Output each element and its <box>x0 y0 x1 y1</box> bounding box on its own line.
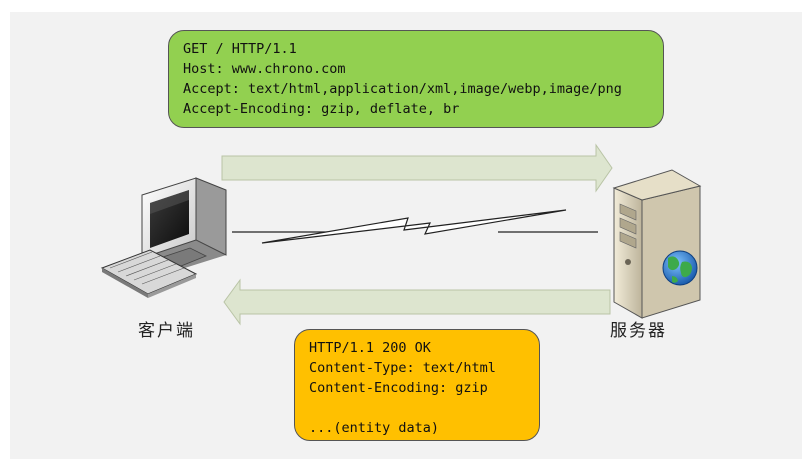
server-label: 服务器 <box>610 321 667 341</box>
server-tower-icon <box>612 169 702 319</box>
request-header-accept-encoding: Accept-Encoding: gzip, deflate, br <box>183 101 460 117</box>
status-line: HTTP/1.1 200 OK <box>309 340 431 356</box>
response-header-content-encoding: Content-Encoding: gzip <box>309 380 488 396</box>
response-arrow <box>223 278 611 326</box>
lightning-link-icon <box>261 209 567 244</box>
blank-line <box>309 398 525 418</box>
request-arrow <box>221 143 613 193</box>
client-label: 客户端 <box>138 321 195 341</box>
request-header-host: Host: www.chrono.com <box>183 61 346 77</box>
http-response-box: HTTP/1.1 200 OK Content-Type: text/html … <box>294 329 540 441</box>
request-header-accept: Accept: text/html,application/xml,image/… <box>183 81 622 97</box>
response-header-content-type: Content-Type: text/html <box>309 360 496 376</box>
http-request-box: GET / HTTP/1.1 Host: www.chrono.com Acce… <box>168 30 664 128</box>
desktop-computer-icon <box>100 177 227 298</box>
globe-icon <box>662 250 698 286</box>
network-link <box>232 209 598 244</box>
request-line: GET / HTTP/1.1 <box>183 41 297 57</box>
entity-body: ...(entity data) <box>309 420 440 436</box>
